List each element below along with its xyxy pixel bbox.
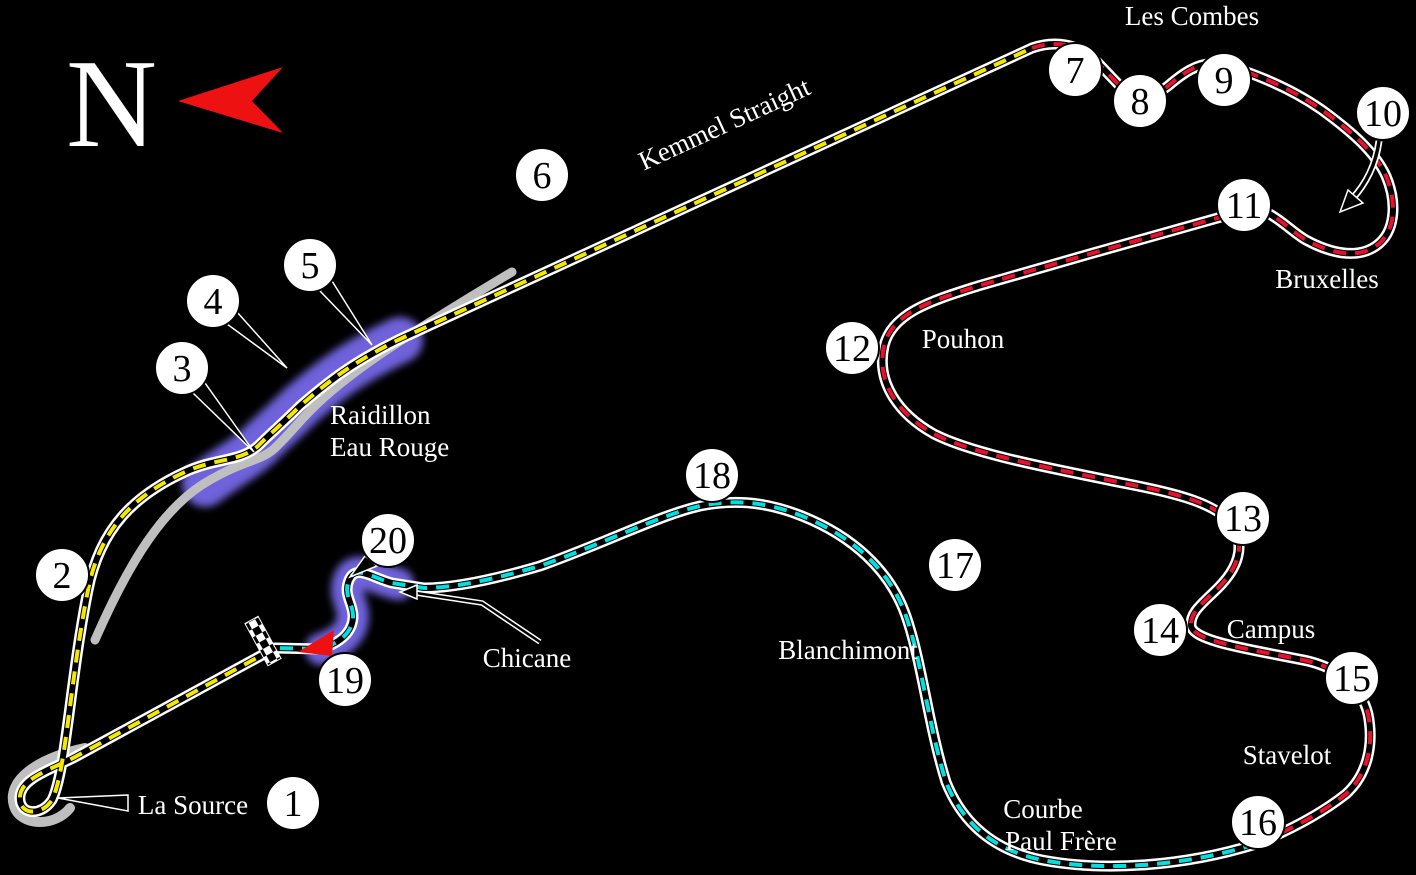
corner-number: 11 <box>1226 185 1263 227</box>
label-courbe-line1: Courbe <box>1003 794 1083 824</box>
sector1-centerline <box>17 46 1033 814</box>
corner-number: 2 <box>53 555 72 597</box>
corner-number: 6 <box>533 155 552 197</box>
label-blanchimont: Blanchimont <box>778 635 918 665</box>
corner-number: 15 <box>1333 658 1371 700</box>
old-track-la-source <box>7 743 90 827</box>
corner-badge-5: 5 <box>282 237 338 293</box>
corner-badge-6: 6 <box>514 147 570 203</box>
north-letter: N <box>66 35 157 174</box>
corner-badge-9: 9 <box>1196 52 1252 108</box>
north-compass: N <box>66 35 283 174</box>
label-courbe-line2: Paul Frère <box>1005 826 1117 856</box>
label-bruxelles: Bruxelles <box>1275 264 1378 294</box>
corner-badge-1: 1 <box>265 775 321 831</box>
sector2-centerline <box>880 42 1395 846</box>
leader-chicane-arrow-icon <box>398 583 542 645</box>
corner-number: 3 <box>173 348 192 390</box>
corner-badge-4: 4 <box>185 273 241 329</box>
start-finish-line <box>244 615 282 667</box>
corner-badge-13: 13 <box>1215 490 1271 546</box>
direction-marker <box>298 630 334 656</box>
corner-number: 17 <box>936 545 974 587</box>
corner-number: 4 <box>204 281 223 323</box>
corner-badge-17: 17 <box>927 537 983 593</box>
label-les-combes: Les Combes <box>1125 1 1259 31</box>
corner-number: 9 <box>1215 60 1234 102</box>
corner-number: 13 <box>1224 498 1262 540</box>
leader-la-source <box>57 794 129 812</box>
corner-number: 20 <box>369 520 407 562</box>
label-campus: Campus <box>1227 614 1316 644</box>
corner-number: 16 <box>1239 802 1277 844</box>
corner-badge-10: 10 <box>1355 85 1411 141</box>
leader-corner10-arrow-icon <box>1338 140 1383 214</box>
corner-badge-3: 3 <box>154 340 210 396</box>
corner-badge-18: 18 <box>684 447 740 503</box>
corner-number: 8 <box>1131 81 1150 123</box>
corner-number: 12 <box>833 328 871 370</box>
label-pouhon: Pouhon <box>922 324 1005 354</box>
corner-badge-19: 19 <box>317 652 373 708</box>
corner-badge-14: 14 <box>1132 602 1188 658</box>
corner-number: 14 <box>1141 610 1179 652</box>
corner-number: 19 <box>326 660 364 702</box>
corner-badge-20: 20 <box>360 512 416 568</box>
corner-number: 7 <box>1066 50 1085 92</box>
label-chicane: Chicane <box>483 643 571 673</box>
corner-badge-15: 15 <box>1324 650 1380 706</box>
corner-badge-7: 7 <box>1047 42 1103 98</box>
corner-number: 18 <box>693 455 731 497</box>
label-raidillon-line2: Eau Rouge <box>330 432 449 462</box>
corner-badge-8: 8 <box>1112 73 1168 129</box>
label-stavelot: Stavelot <box>1243 740 1332 770</box>
corner-badge-12: 12 <box>824 320 880 376</box>
corner-number: 1 <box>284 783 303 825</box>
corner-badge-2: 2 <box>34 547 90 603</box>
label-la-source: La Source <box>138 790 248 820</box>
corner-number: 10 <box>1364 93 1402 135</box>
corner-badge-11: 11 <box>1216 177 1272 233</box>
north-arrow-icon <box>178 67 283 133</box>
corner-badge-16: 16 <box>1230 794 1286 850</box>
sector3-centerline <box>274 500 1257 869</box>
corner-number: 5 <box>301 245 320 287</box>
label-raidillon-line1: Raidillon <box>330 400 431 430</box>
